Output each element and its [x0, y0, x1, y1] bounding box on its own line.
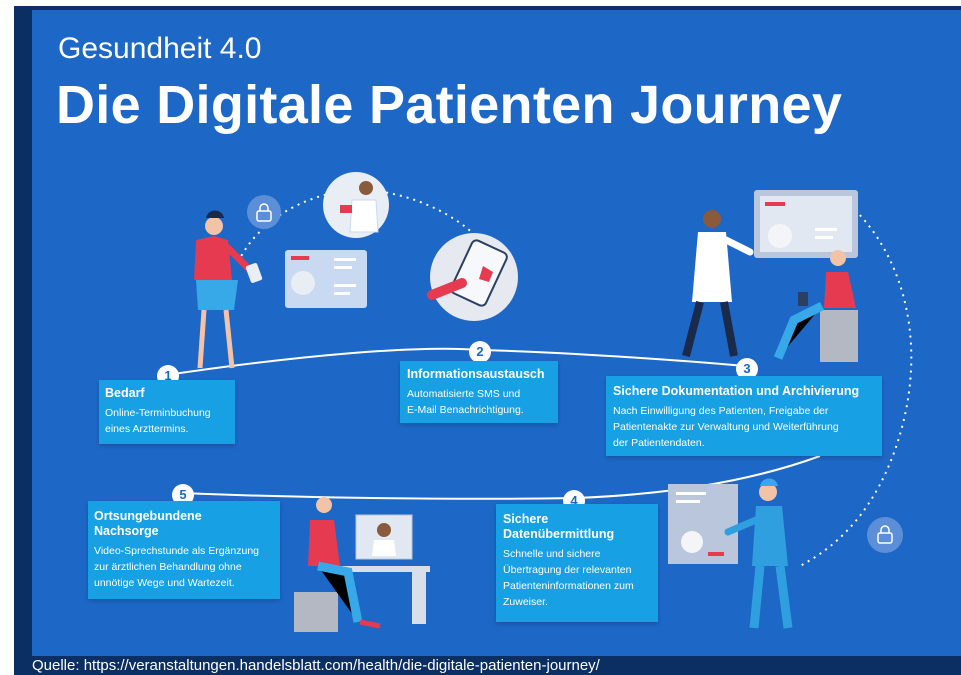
step-text-line: Patientenakte zur Verwaltung und Weiterf…: [613, 421, 839, 433]
step-text: Nach Einwilligung des Patienten, Freigab…: [613, 403, 882, 451]
step-title: Bedarf: [105, 386, 145, 400]
page-title: Die Digitale Patienten Journey: [56, 75, 843, 135]
step-title: Sichere Datenübermittlung: [503, 512, 658, 542]
step-card-1: Bedarf Online-Terminbuchung eines Arztte…: [99, 380, 235, 444]
step-text: Online-Terminbuchung eines Arzttermins.: [105, 405, 235, 437]
step-card-2: Informationsaustausch Automatisierte SMS…: [400, 361, 558, 423]
monitor-icon: [754, 190, 858, 258]
doctor-avatar-circle: [323, 172, 389, 238]
video-call-desk: [294, 497, 430, 632]
step-number-3: 3: [736, 358, 758, 380]
step-card-4: Sichere Datenübermittlung Schnelle und s…: [496, 504, 658, 622]
step-text: Automatisierte SMS und E-Mail Benachrich…: [407, 386, 558, 418]
header-kicker: Gesundheit 4.0: [58, 32, 262, 65]
nurse-figure: [724, 478, 793, 629]
step-card-5: Ortsungebundene Nachsorge Video-Sprechst…: [88, 501, 280, 599]
patient-card-icon: [285, 250, 367, 308]
step-text-line: Nach Einwilligung des Patienten, Freigab…: [613, 405, 829, 417]
step-text-line: eines Arzttermins.: [105, 423, 189, 435]
step-text-line: Patienteninformationen zum: [503, 580, 634, 592]
step-title-line: Nachsorge: [94, 524, 159, 538]
step-title: Sichere Dokumentation und Archivierung: [613, 384, 860, 398]
step-title-line: Datenübermittlung: [503, 527, 615, 541]
dotted-arc-left: [237, 188, 479, 263]
step-text: Schnelle und sichere Übertragung der rel…: [503, 546, 658, 610]
step-title-line: Sichere: [503, 512, 549, 526]
step-text-line: der Patientendaten.: [613, 437, 705, 449]
smartphone-icon: [427, 233, 518, 321]
step-text-line: Online-Terminbuchung: [105, 407, 211, 419]
patient-figure-seated: [773, 250, 858, 362]
step-number-2: 2: [469, 341, 491, 363]
step-number-5: 5: [172, 484, 194, 506]
step-title: Informationsaustausch: [407, 367, 545, 381]
lock-icon: [867, 517, 903, 553]
step-text-line: Zuweiser.: [503, 596, 548, 608]
step-title: Ortsungebundene Nachsorge: [94, 509, 280, 539]
step-text-line: E-Mail Benachrichtigung.: [407, 404, 524, 416]
step-text: Video-Sprechstunde als Ergänzung zur ärz…: [94, 543, 280, 591]
patient-figure-left: [194, 210, 263, 369]
step-title-line: Ortsungebundene: [94, 509, 202, 523]
source-caption: Quelle: https://veranstaltungen.handelsb…: [32, 657, 961, 675]
doctor-figure-standing: [682, 210, 754, 358]
step-text-line: Automatisierte SMS und: [407, 388, 521, 400]
step-text-line: unnötige Wege und Wartezeit.: [94, 577, 235, 589]
step-text-line: Schnelle und sichere: [503, 548, 601, 560]
journey-path-bottom: [182, 455, 821, 500]
step-text-line: zur ärztlichen Behandlung ohne: [94, 561, 242, 573]
step-card-3: Sichere Dokumentation und Archivierung N…: [606, 376, 882, 456]
patient-document-icon: [668, 484, 738, 564]
step-text-line: Video-Sprechstunde als Ergänzung: [94, 545, 260, 557]
lock-icon: [247, 195, 281, 229]
step-text-line: Übertragung der relevanten: [503, 564, 632, 576]
